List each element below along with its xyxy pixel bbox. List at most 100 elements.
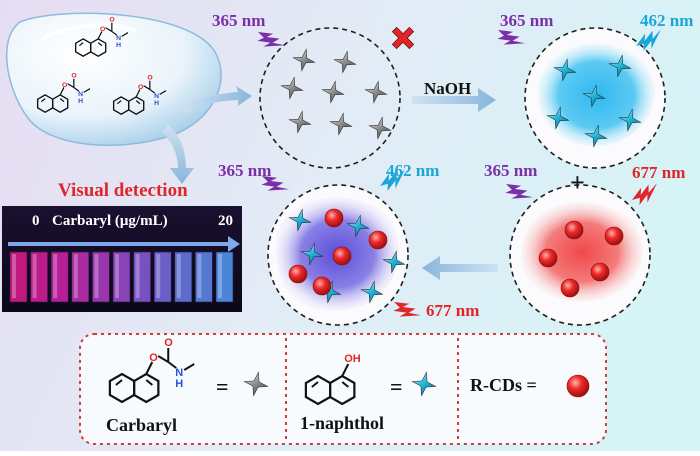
svg-text:H: H — [154, 100, 159, 107]
svg-text:H: H — [116, 42, 121, 49]
legend-carbaryl-label: Carbaryl — [106, 415, 177, 435]
blue-emission-bolt — [380, 169, 405, 191]
svg-text:OH: OH — [344, 353, 361, 365]
rcd-particle — [312, 276, 332, 296]
carbaryl-particle — [280, 76, 304, 100]
uv-excitation-bolt — [505, 184, 533, 199]
scale-end-label: 20 — [218, 213, 233, 229]
carbaryl-particle — [288, 110, 312, 134]
cuvette — [30, 251, 48, 303]
carbaryl-structure: OO NH — [108, 337, 195, 404]
cuvette — [71, 251, 90, 303]
rcd-particle — [564, 220, 584, 240]
svg-text:O: O — [100, 26, 106, 33]
rcds-solution — [509, 184, 651, 326]
naphthol-particle — [382, 250, 406, 274]
svg-text:O: O — [147, 75, 153, 82]
legend-naphthol-particle — [411, 371, 437, 397]
carbaryl-particle — [364, 80, 388, 104]
rcd-particle — [538, 248, 558, 268]
blue-emission-label-1: 462 nm — [640, 11, 694, 30]
svg-text:N: N — [175, 367, 183, 379]
uv-label-1: 365 nm — [212, 11, 266, 30]
red-emission-bolt — [632, 183, 657, 205]
cuvette — [9, 251, 28, 303]
red-emission-bolt — [393, 302, 421, 317]
uv-excitation-bolt — [497, 30, 525, 45]
legend-rcd-particle — [566, 374, 590, 398]
scale-analyte-label: Carbaryl (μg/mL) — [52, 213, 168, 229]
svg-text:O: O — [109, 17, 115, 24]
mixture-solution — [267, 184, 409, 326]
uv-label-2: 365 nm — [500, 11, 554, 30]
svg-text:N: N — [78, 91, 83, 98]
scale-start-label: 0 — [32, 213, 40, 229]
rcd-particle — [288, 264, 308, 284]
rcd-particle — [324, 208, 344, 228]
naphthol-particle — [582, 84, 606, 108]
arrow-naoh — [412, 88, 496, 112]
naphthol-particle — [288, 208, 312, 232]
uv-excitation-bolt — [257, 32, 285, 47]
carbaryl-particle — [368, 116, 392, 140]
red-emission-label-2: 677 nm — [426, 301, 480, 320]
naphthol-particle — [618, 108, 642, 132]
equals-sign-2: = — [390, 374, 403, 399]
equals-sign-1: = — [216, 374, 229, 399]
svg-text:N: N — [116, 35, 121, 42]
carbaryl-particle — [329, 112, 353, 136]
legend-naphthol-label: 1-naphthol — [300, 413, 385, 433]
cuvette — [50, 251, 69, 303]
carbaryl-particle — [292, 48, 316, 72]
cuvette — [133, 251, 151, 303]
red-emission-label-1: 677 nm — [632, 163, 686, 182]
blue-emission-bolt — [636, 29, 661, 51]
cuvette-strip — [2, 206, 242, 312]
svg-text:O: O — [62, 82, 68, 89]
cuvette — [92, 251, 110, 303]
legend-rcds-label: R-CDs = — [470, 375, 537, 395]
visual-detection-title: Visual detection — [58, 180, 188, 201]
cuvette — [215, 251, 234, 303]
arrow-mix — [422, 256, 498, 280]
svg-text:N: N — [154, 93, 159, 100]
rcd-particle — [560, 278, 580, 298]
naphthol-solution — [524, 27, 666, 169]
naoh-label: NaOH — [424, 79, 472, 98]
arrow-to-carbaryl — [182, 86, 252, 114]
naphthol-particle — [346, 214, 370, 238]
rcd-particle — [332, 246, 352, 266]
carbaryl-particle — [333, 50, 357, 74]
naphthol-particle — [553, 58, 577, 82]
cuvette — [153, 251, 172, 303]
uv-label-4: 365 nm — [484, 161, 538, 180]
svg-text:O: O — [164, 337, 173, 349]
uv-excitation-bolt — [261, 176, 289, 191]
rcd-particle — [368, 230, 388, 250]
uv-label-3: 365 nm — [218, 161, 272, 180]
carbaryl-solution — [259, 27, 401, 169]
cuvette — [112, 251, 131, 303]
naphthol-particle — [360, 280, 384, 304]
svg-text:H: H — [78, 98, 83, 105]
blue-emission-label-2: 462 nm — [386, 161, 440, 180]
rcd-particle — [604, 226, 624, 246]
carbaryl-particle — [321, 80, 345, 104]
svg-text:O: O — [149, 352, 158, 364]
arrow-to-visual — [162, 124, 194, 184]
no-emission-icon — [391, 26, 415, 50]
legend-carbaryl-particle — [243, 371, 269, 397]
rcd-particle — [590, 262, 610, 282]
naphthol-particle — [608, 54, 632, 78]
svg-text:O: O — [71, 73, 77, 80]
naphthol-structure: OH — [304, 353, 361, 406]
naphthol-particle — [584, 124, 608, 148]
svg-text:H: H — [175, 378, 183, 390]
cuvette — [174, 251, 193, 303]
plus-sign: + — [570, 168, 585, 197]
svg-text:O: O — [138, 84, 144, 91]
legend-box — [79, 333, 607, 445]
